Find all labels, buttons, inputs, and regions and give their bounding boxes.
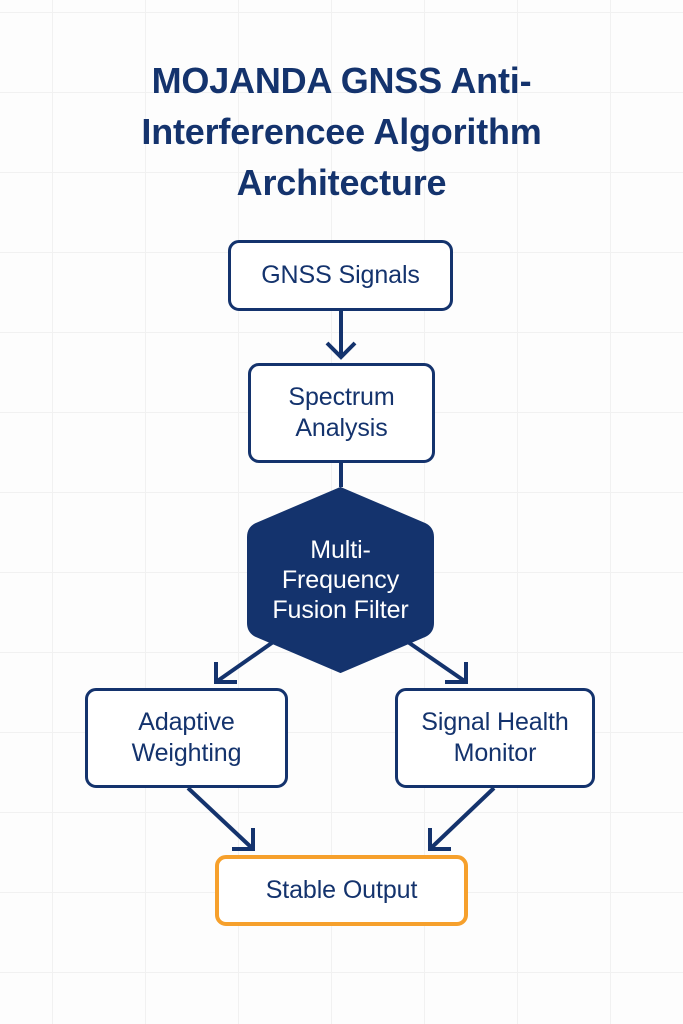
node-multi-frequency-fusion-filter-label: Multi-Frequency Fusion Filter [272,536,409,624]
node-signal-health-monitor-label: Signal Health Monitor [421,708,569,767]
node-gnss-signals-label: GNSS Signals [261,261,420,289]
edge-adaptive-to-stable-output [186,786,255,851]
node-adaptive-weighting-label: Adaptive Weighting [131,708,242,767]
page-title: MOJANDA GNSS Anti-Interferencee Algorith… [141,60,542,203]
edge-signal-health-to-stable-output [428,786,496,851]
hexagon-shape [247,487,434,673]
node-stable-output-label: Stable Output [265,876,418,904]
node-stable-output[interactable]: Stable Output [215,855,468,926]
node-spectrum-analysis[interactable]: Spectrum Analysis [248,363,435,463]
node-adaptive-weighting[interactable]: Adaptive Weighting [85,688,288,788]
node-multi-frequency-fusion-filter[interactable]: Multi-Frequency Fusion Filter [247,487,434,673]
node-signal-health-monitor[interactable]: Signal Health Monitor [395,688,595,788]
node-spectrum-analysis-label: Spectrum Analysis [288,383,395,442]
node-gnss-signals[interactable]: GNSS Signals [228,240,453,311]
edge-gnss-to-spectrum [325,311,357,360]
